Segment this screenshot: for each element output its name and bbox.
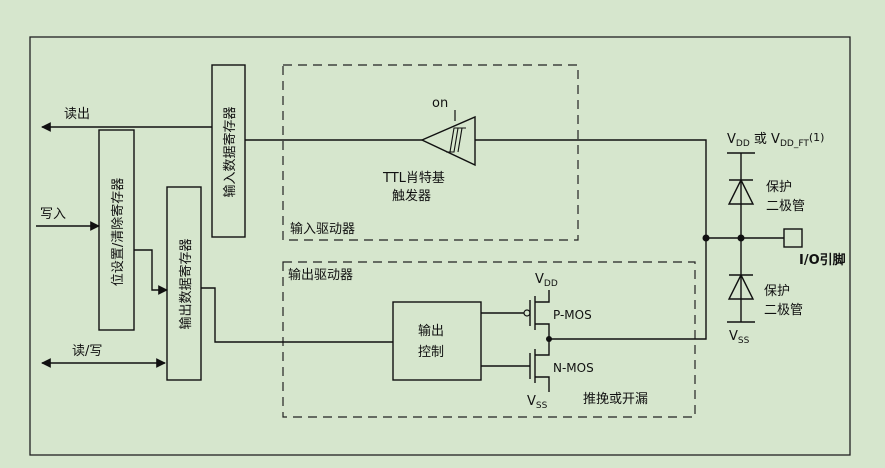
odr-to-control-wire: [201, 287, 393, 343]
schmitt-on-label: on: [432, 96, 448, 111]
push-pull-label: 推挽或开漏: [583, 391, 648, 407]
hysteresis-icon: [446, 127, 466, 153]
io-pin-label: I/O引脚: [799, 252, 846, 268]
schmitt-label-line2: 触发器: [392, 188, 431, 204]
vdd-label: VDD: [535, 272, 558, 289]
nmos-source: [535, 376, 550, 392]
bottom-protect-line2: 二极管: [764, 303, 803, 318]
input-driver-label: 输入驱动器: [290, 221, 355, 237]
pmos-gate-bubble: [523, 309, 531, 317]
output-control-box: [392, 301, 482, 381]
bit-set-reset-register-label: 位设置/清除寄存器: [110, 178, 126, 286]
pmos-drain: [535, 323, 550, 339]
output-control-line1: 输出: [418, 323, 444, 339]
nmos-drain: [535, 339, 550, 356]
schmitt-label-line1: TTL肖特基: [382, 171, 445, 186]
schmitt-to-pin-wire: [475, 139, 707, 238]
bottom-diode-icon: [727, 273, 755, 300]
read-write-label: 读/写: [72, 344, 102, 359]
input-data-register-box: [211, 64, 246, 238]
read-out-label: 读出: [64, 107, 90, 122]
drain-to-pin-wire: [549, 238, 707, 340]
output-driver-box: [282, 261, 696, 418]
io-pin-square: [783, 228, 803, 248]
vss-label: VSS: [527, 394, 548, 411]
top-diode-icon: [727, 178, 755, 205]
output-control-line2: 控制: [418, 345, 444, 360]
output-data-register-label: 输出数据寄存器: [178, 238, 194, 329]
pin-node-dot-left: [702, 234, 710, 242]
pmos-source: [535, 290, 550, 303]
output-data-register-box: [166, 186, 202, 381]
top-protect-line1: 保护: [766, 180, 792, 195]
input-data-register-label: 输入数据寄存器: [222, 106, 238, 197]
input-driver-box: [282, 64, 579, 241]
pmos-label: P-MOS: [553, 308, 592, 322]
schmitt-trigger-icon: [420, 115, 476, 167]
write-in-label: 写入: [40, 207, 66, 222]
top-protect-line2: 二极管: [766, 199, 805, 214]
bottom-vss-label: VSS: [729, 329, 750, 346]
vdd-ft-label: VDD 或 VDD_FT(1): [727, 131, 824, 149]
output-driver-label: 输出驱动器: [288, 267, 353, 283]
outer-frame: [29, 36, 851, 456]
bitset-to-odr-arrow: [134, 249, 168, 295]
nmos-label: N-MOS: [553, 361, 594, 375]
bottom-protect-line1: 保护: [764, 284, 790, 299]
